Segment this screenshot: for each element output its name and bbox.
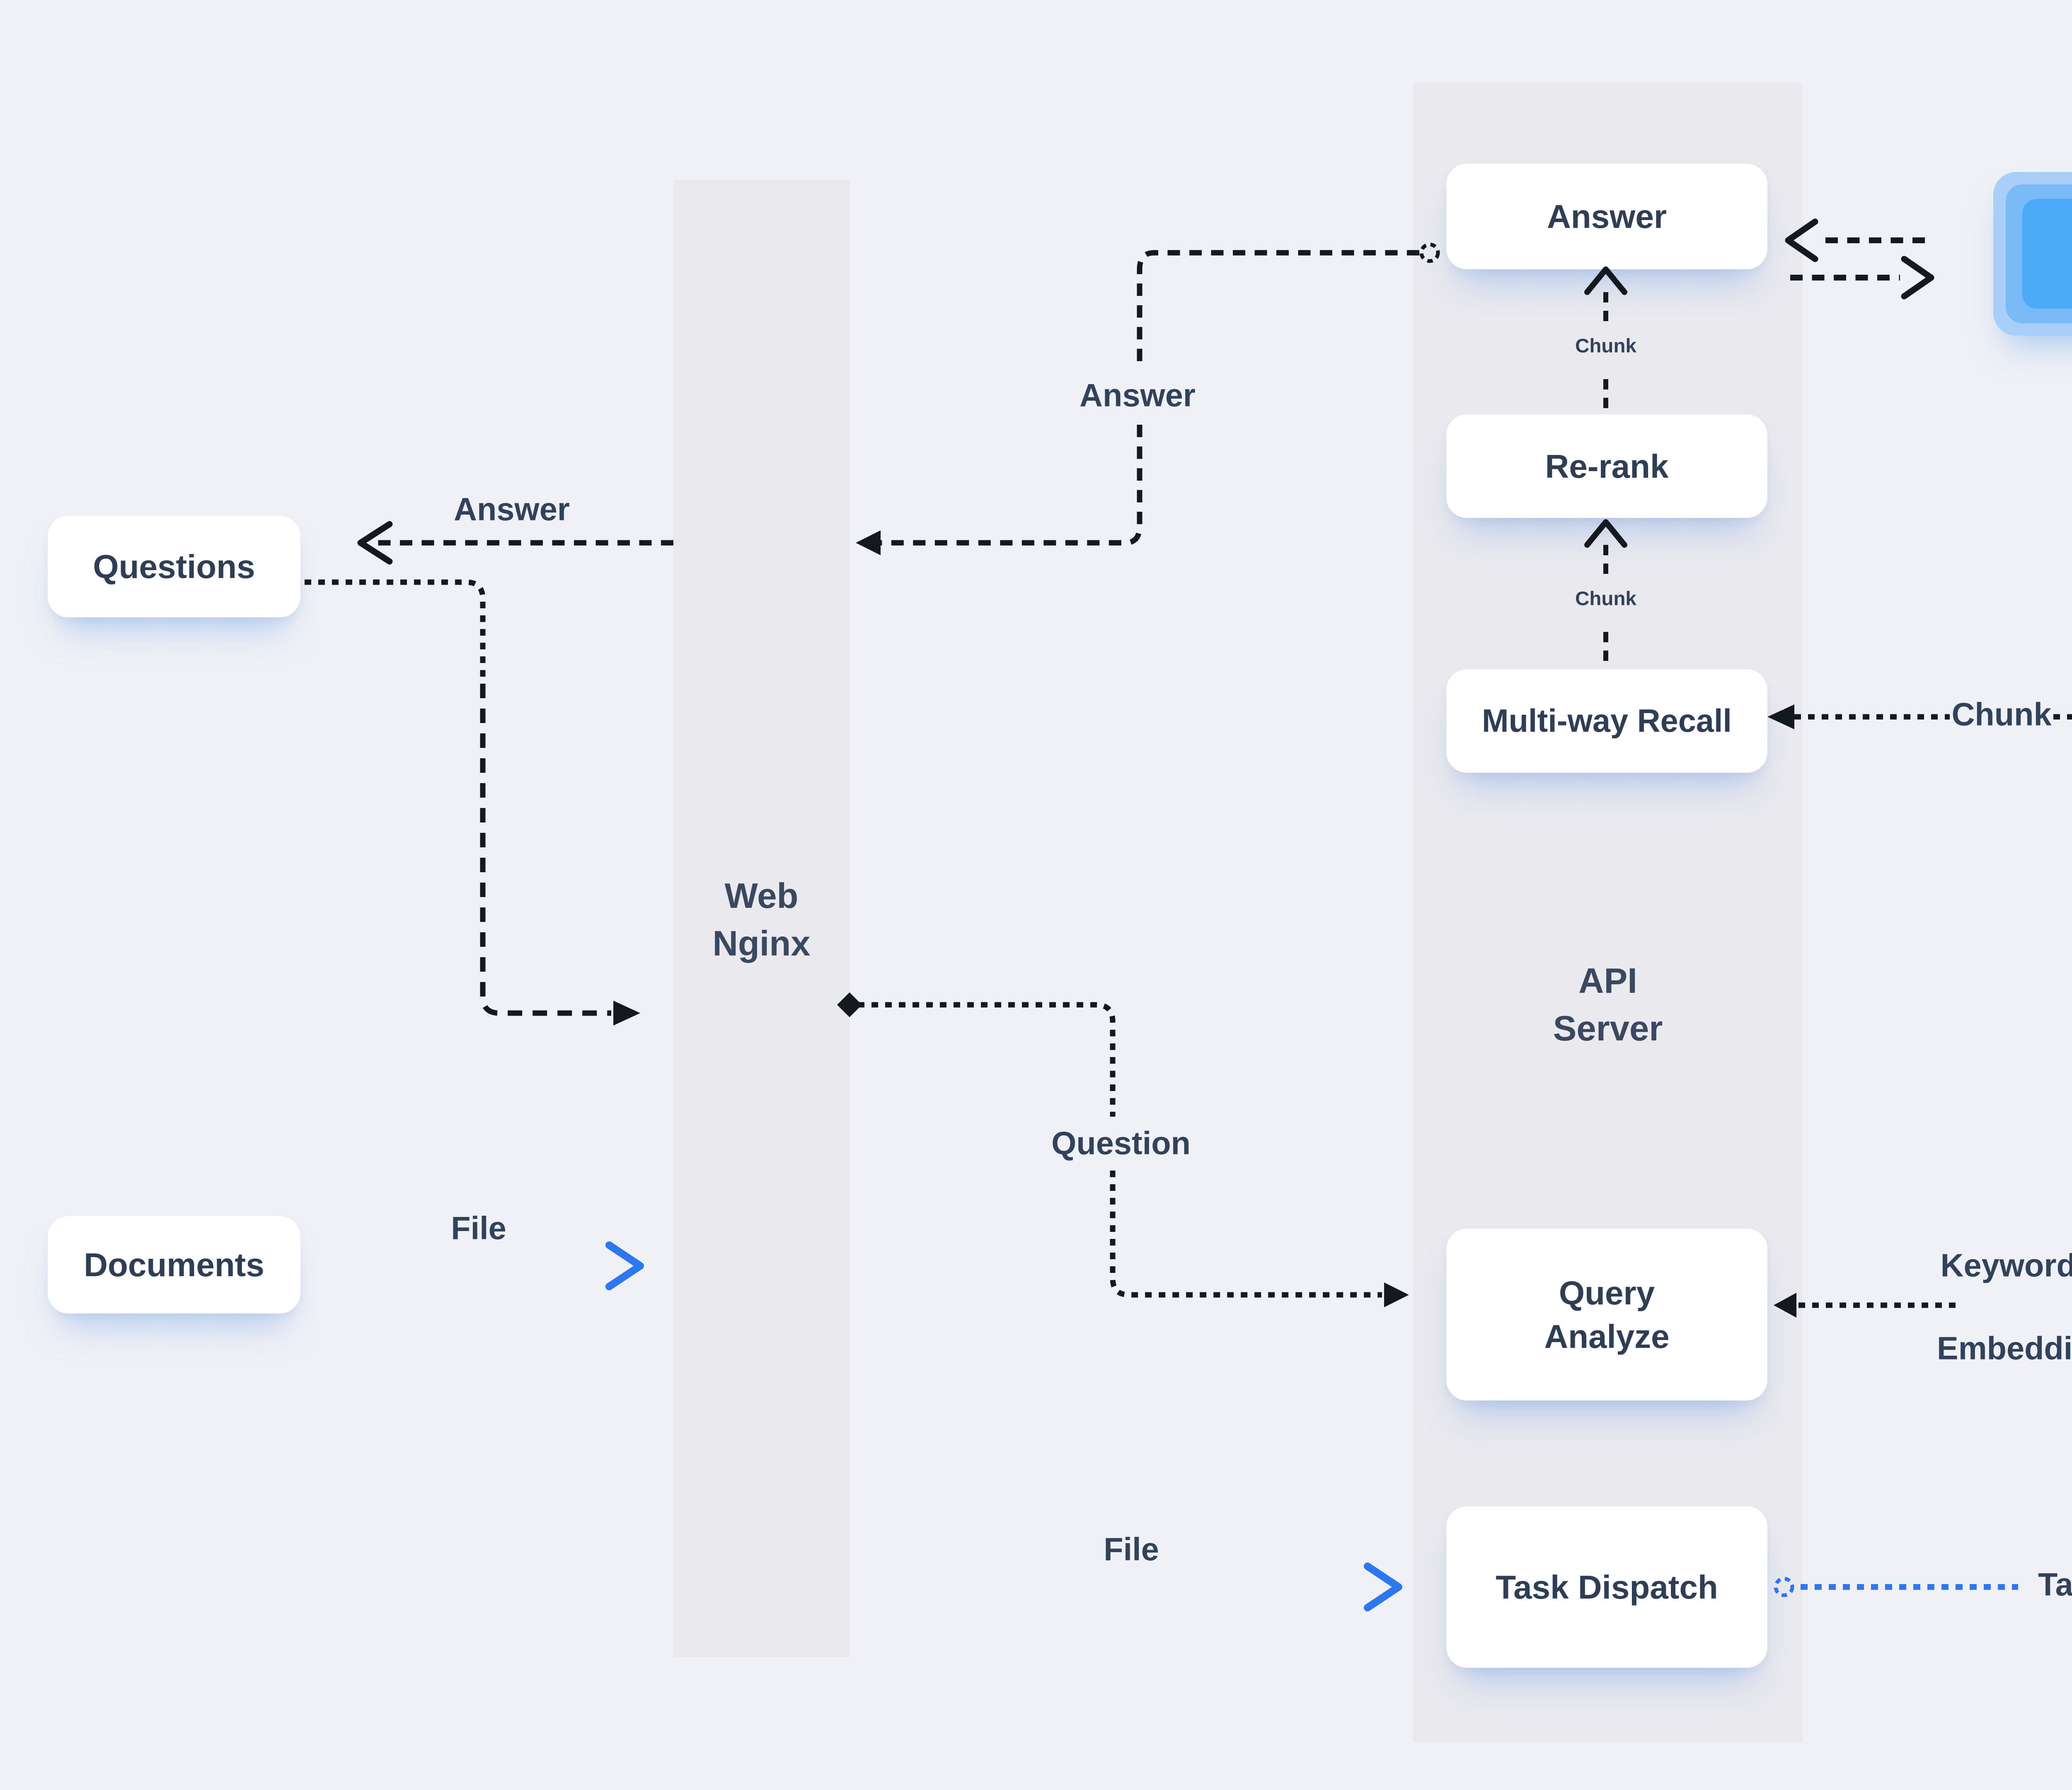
edge-nginx-to-task-dispatch [854,1563,1402,1611]
documents-node-label: Documents [84,1246,264,1283]
edge-label-file-mid: File [1104,1531,1159,1567]
edge-label-chunk-small-1: Chunk [1575,335,1636,357]
rerank-node-label: Re-rank [1545,448,1669,485]
answer-node: Answer [1446,164,1767,269]
edge-llms-to-answer [1785,218,1925,262]
edge-questions-to-nginx [305,579,640,1026]
questions-node-label: Questions [93,548,255,585]
edge-answer-to-llms [1790,256,1934,300]
edge-label-answer-left: Answer [454,491,570,527]
task-dispatch-node-label: Task Dispatch [1496,1568,1718,1606]
edge-label-chunk-small-2: Chunk [1575,588,1636,610]
edge-db-to-query-analyze [1774,1293,1958,1318]
edge-nginx-to-questions [357,521,673,565]
llms-node: LLMs [1993,172,2072,336]
edge-label-chunk-recall: Chunk [1951,697,2052,733]
questions-node: Questions [48,516,300,617]
web-nginx-label-line1: Web [724,876,799,916]
api-server-panel [1413,83,1803,1742]
web-nginx-label: Web Nginx [673,872,850,968]
query-analyze-node-line2: Analyze [1544,1318,1670,1355]
edge-label-question: Question [1051,1125,1191,1161]
task-dispatch-node: Task Dispatch [1446,1506,1767,1668]
edge-label-keyword-line2: Embedding [1937,1330,2072,1367]
multiway-recall-node-label: Multi-way Recall [1482,703,1732,739]
api-server-label: API Server [1413,957,1803,1052]
multiway-recall-node: Multi-way Recall [1446,669,1767,773]
query-analyze-node: Query Analyze [1446,1229,1767,1401]
web-nginx-label-line2: Nginx [712,924,811,963]
documents-node: Documents [48,1216,300,1313]
llms-layer-inner: LLMs [2022,199,2072,309]
edge-label-tasks: Tasks [2038,1567,2072,1603]
answer-node-label: Answer [1547,198,1667,235]
api-server-label-line2: Server [1553,1009,1663,1048]
query-analyze-node-line1: Query [1559,1274,1655,1311]
edge-label-file-left: File [451,1210,506,1246]
api-server-label-line1: API [1578,961,1637,1001]
edge-label-answer-mid: Answer [1080,377,1196,414]
edge-documents-to-nginx [311,1241,644,1290]
web-nginx-panel [673,180,850,1657]
rerank-node: Re-rank [1446,414,1767,518]
edge-label-keyword-line1: Keyword & [1940,1248,2072,1284]
